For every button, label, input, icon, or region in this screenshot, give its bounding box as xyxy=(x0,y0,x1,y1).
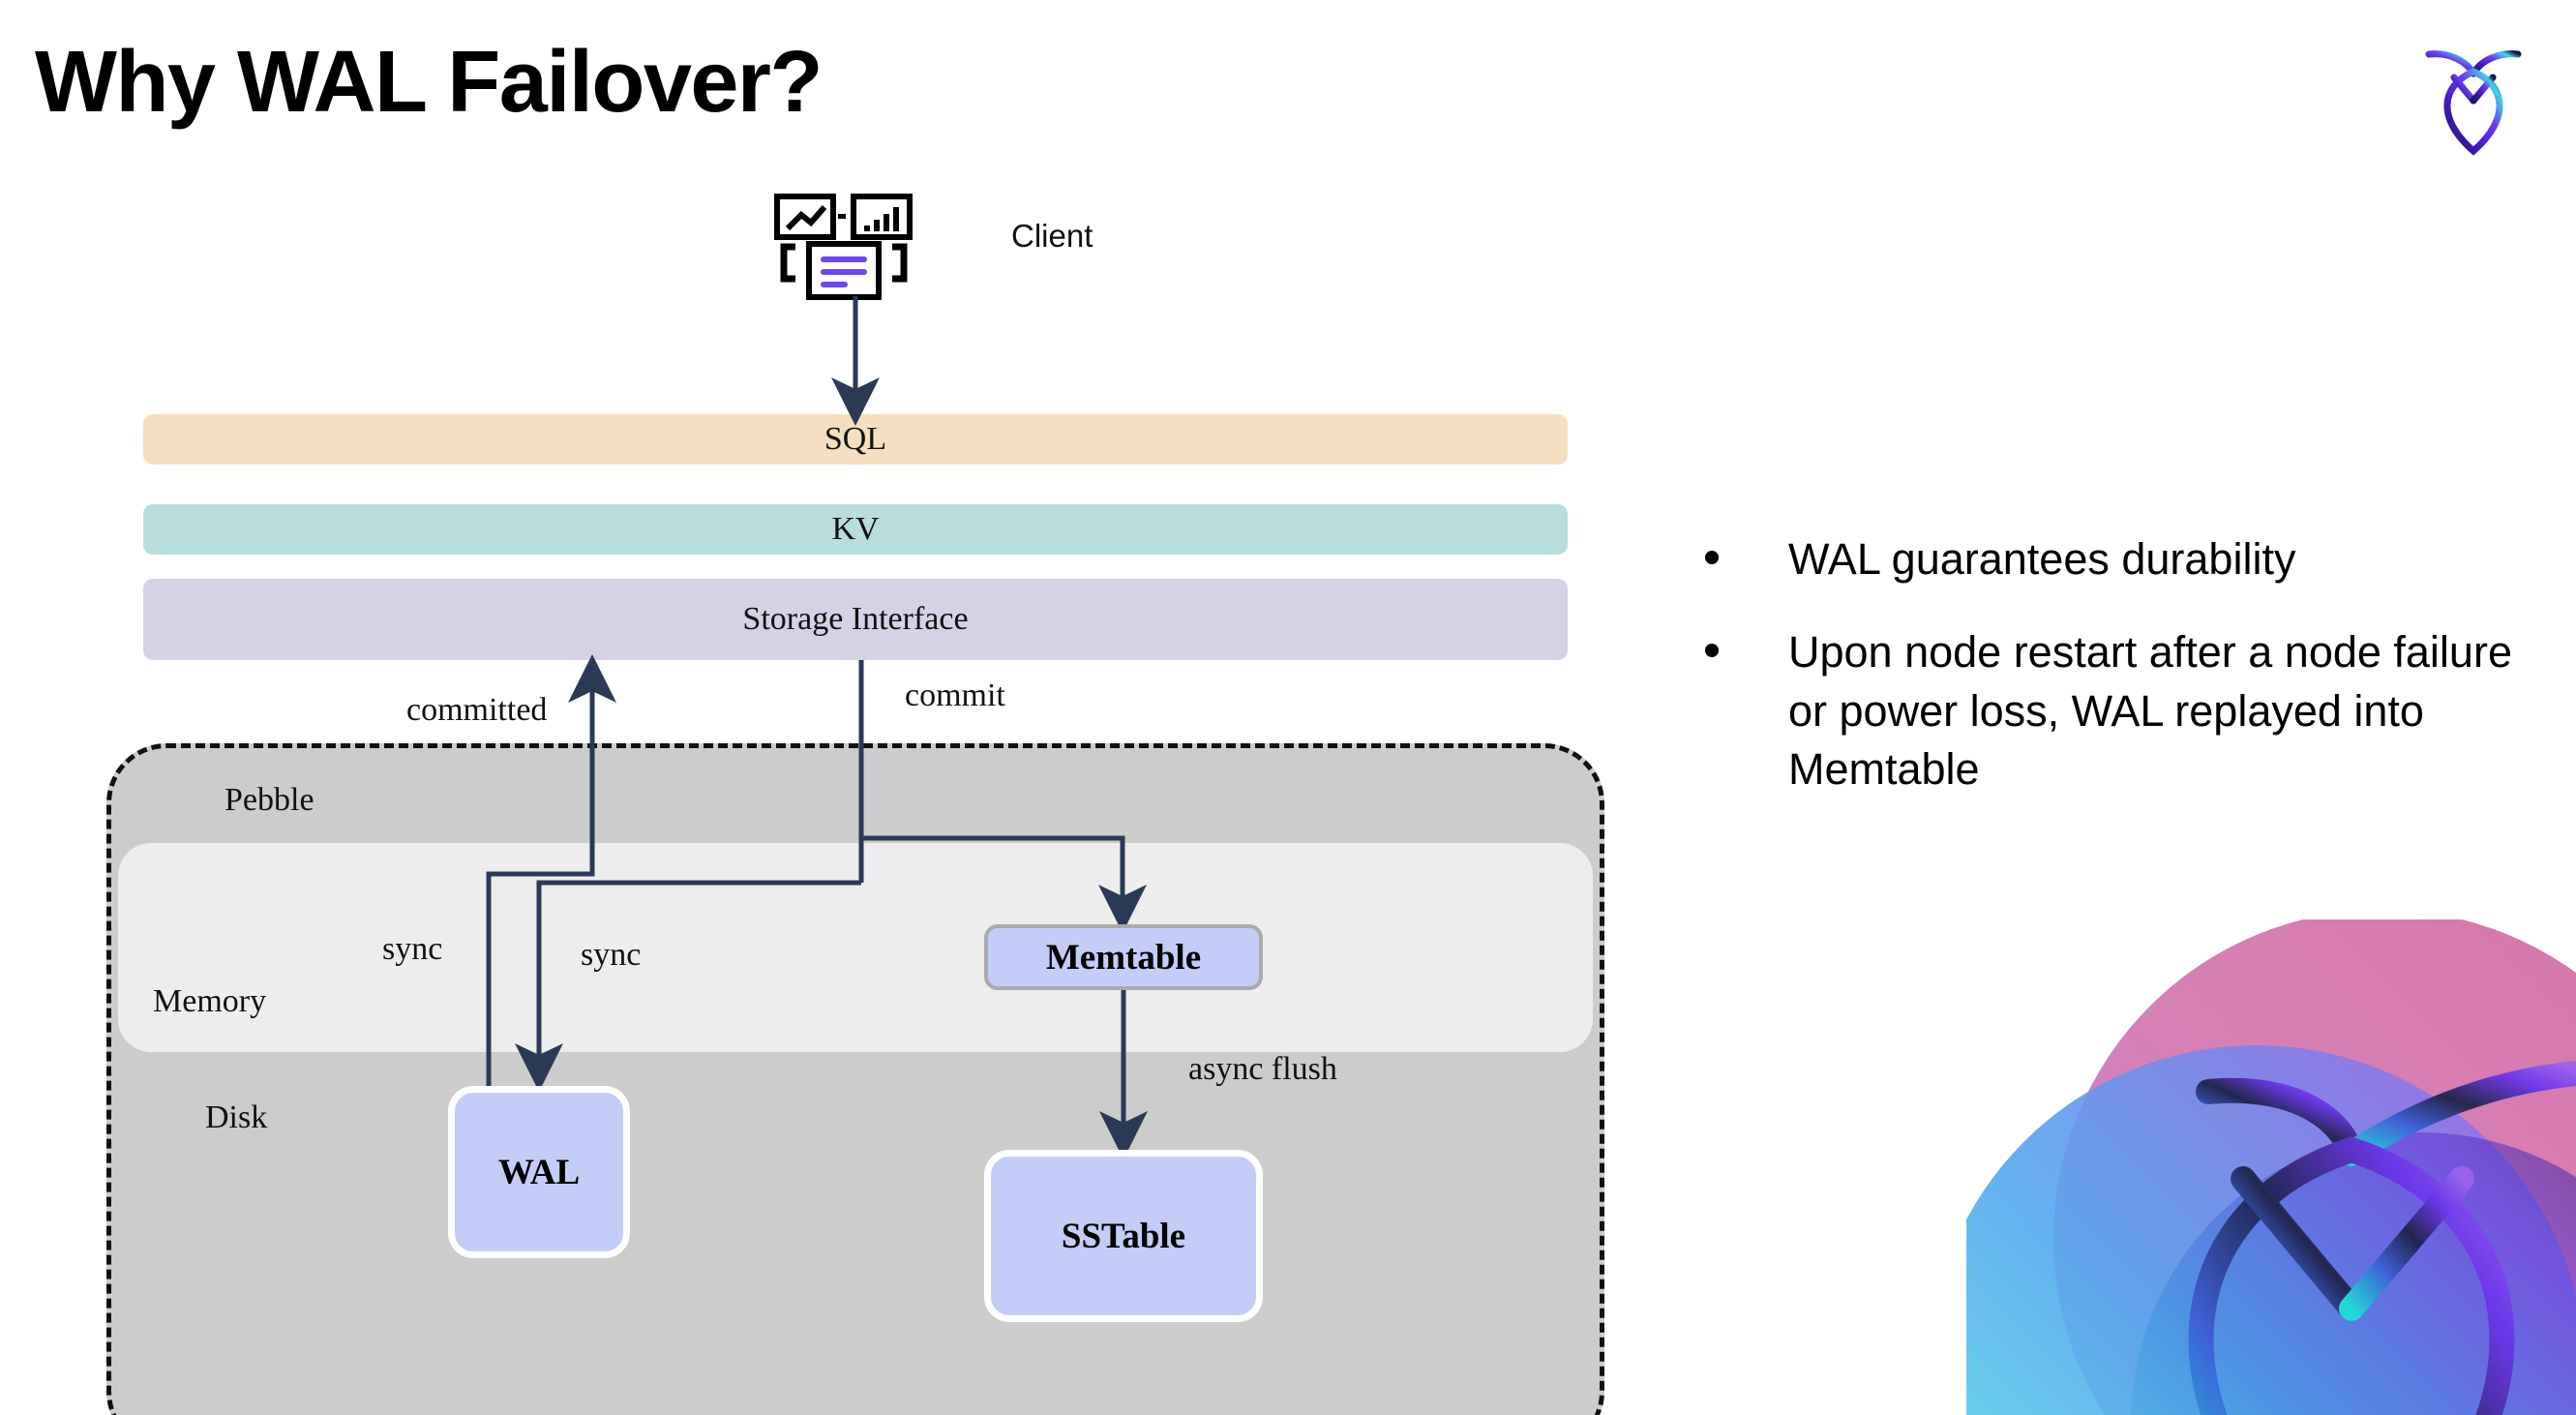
client-label: Client xyxy=(1011,218,1093,254)
client-icon xyxy=(774,194,929,300)
layer-label-kv: KV xyxy=(831,511,880,547)
edge-label-sync-right: sync xyxy=(581,937,642,973)
node-wal: WAL xyxy=(448,1086,630,1258)
layer-bar-sql: SQL xyxy=(143,414,1568,465)
layer-label-sql: SQL xyxy=(824,421,887,457)
pebble-label: Pebble xyxy=(225,782,315,818)
node-sstable: SSTable xyxy=(984,1150,1263,1322)
edge-label-committed: committed xyxy=(406,692,548,728)
bullet-dot-icon xyxy=(1705,644,1719,658)
bullet-list: WAL guarantees durability Upon node rest… xyxy=(1705,530,2528,833)
cockroachdb-logo-icon xyxy=(2415,35,2531,161)
node-memtable: Memtable xyxy=(984,924,1263,990)
layer-label-storage-interface: Storage Interface xyxy=(742,601,969,637)
edge-label-sync-left: sync xyxy=(382,931,443,967)
layer-bar-kv: KV xyxy=(143,504,1568,555)
memory-label: Memory xyxy=(153,983,267,1019)
bullet-text: Upon node restart after a node failure o… xyxy=(1788,627,2512,794)
node-label-wal: WAL xyxy=(497,1152,581,1192)
decorative-logo-watermark xyxy=(1966,919,2576,1415)
memory-region xyxy=(118,843,1593,1052)
list-item: WAL guarantees durability xyxy=(1705,530,2528,588)
bullet-dot-icon xyxy=(1705,551,1719,564)
node-label-memtable: Memtable xyxy=(1045,937,1202,978)
edge-label-async-flush: async flush xyxy=(1188,1051,1337,1087)
edge-label-commit: commit xyxy=(905,677,1005,713)
node-label-sstable: SSTable xyxy=(1061,1216,1186,1256)
layer-bar-storage-interface: Storage Interface xyxy=(143,579,1568,660)
bullet-text: WAL guarantees durability xyxy=(1788,534,2296,584)
disk-label: Disk xyxy=(205,1099,268,1135)
list-item: Upon node restart after a node failure o… xyxy=(1705,623,2528,798)
page-title: Why WAL Failover? xyxy=(35,34,823,131)
